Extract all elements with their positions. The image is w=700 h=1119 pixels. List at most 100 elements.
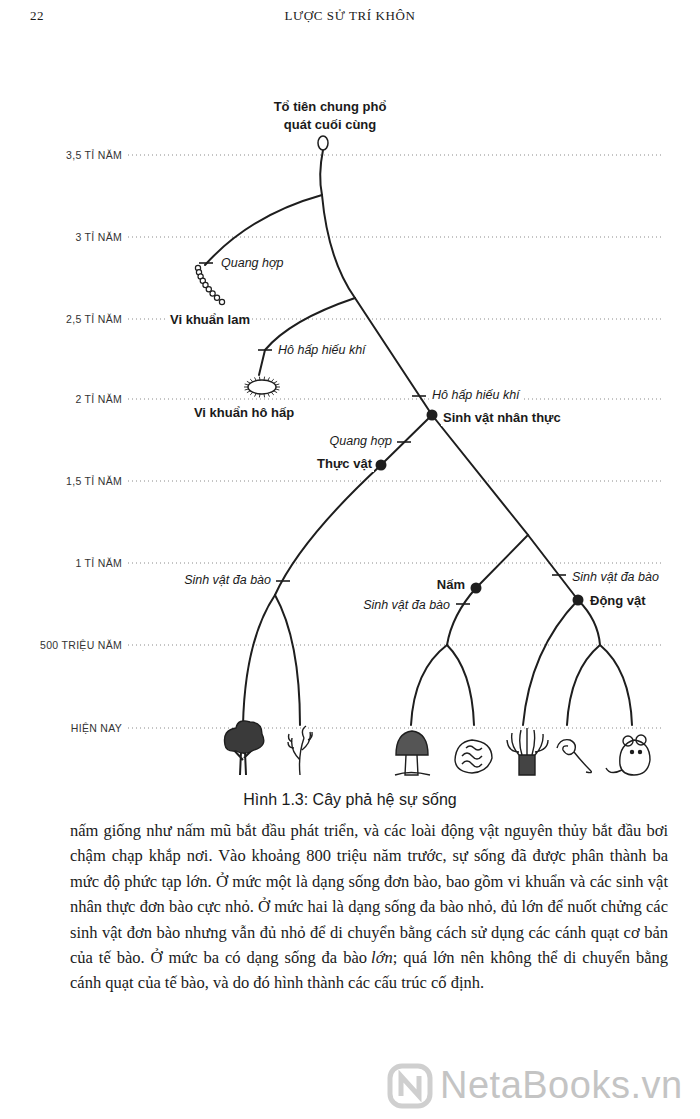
respiring-bacterium-part-part	[268, 377, 270, 380]
organism-icons-part	[631, 751, 634, 754]
clade-dots	[376, 410, 584, 606]
trait-label: Sinh vật đa bào	[361, 598, 452, 613]
respiring-bacterium-part	[248, 380, 276, 394]
page-number: 22	[30, 8, 44, 24]
time-axis-label: 3,5 TỈ NĂM	[64, 149, 124, 162]
time-gridlines-part	[128, 399, 662, 400]
respiring-bacterium-part-part	[268, 393, 270, 396]
watermark-logo-part	[401, 1076, 419, 1096]
respiring-bacterium-part-part	[264, 377, 266, 381]
root-label: Tổ tiên chung phổ quát cuối cùng	[255, 98, 405, 133]
clade-label: Vi khuẩn lam	[168, 312, 252, 328]
respiring-bacterium-part-part	[274, 381, 277, 383]
respiring-bacterium-part-part	[250, 392, 253, 395]
organism-icons-part	[395, 773, 430, 776]
organism-icons-part	[507, 728, 548, 755]
trait-label: Quang hợp	[328, 434, 394, 449]
tree-branches-part	[205, 195, 322, 265]
respiring-bacterium-part-part	[275, 389, 279, 390]
respiring-bacterium-part-part	[255, 393, 257, 396]
cyanobacteria-chain-part	[214, 295, 219, 300]
organism-icons-part	[455, 740, 492, 773]
tree-branches-part	[322, 195, 355, 298]
tree-branches-part	[528, 535, 578, 600]
time-axis-label: HIỆN NAY	[69, 722, 124, 735]
organism-icons	[224, 721, 650, 775]
tree-branches-part	[275, 415, 432, 595]
respiring-bacterium-part-part	[250, 379, 253, 382]
root-marker	[318, 136, 328, 150]
trait-label: Quang hợp	[219, 256, 285, 271]
time-gridlines-part	[128, 155, 662, 156]
trait-ticks-part	[552, 574, 566, 576]
tree-branches-part	[600, 645, 632, 725]
organism-icons-part	[462, 746, 482, 767]
tree-branches-part	[320, 150, 323, 195]
tree-branches	[205, 150, 632, 725]
respiring-bacterium-part-part	[271, 379, 274, 382]
tree-branches-part	[275, 595, 300, 725]
body-paragraph: nấm giống như nấm mũ bắt đầu phát triển,…	[70, 818, 668, 996]
clade-label: Động vật	[588, 593, 648, 609]
time-axis-label: 1,5 TỈ NĂM	[64, 475, 124, 488]
clade-dots-part	[376, 460, 387, 471]
respiring-bacterium-part-part	[276, 387, 280, 388]
organism-icons-part	[288, 732, 312, 748]
respiring-bacterium-part-part	[275, 384, 279, 385]
respiring-bacterium-part-part	[264, 394, 266, 398]
time-gridlines	[128, 155, 662, 728]
time-gridlines-part	[128, 563, 662, 564]
organism-icons-part	[396, 731, 428, 755]
trait-label: Sinh vật đa bào	[570, 570, 661, 585]
time-gridlines-part	[128, 481, 662, 482]
respiring-bacterium-part	[244, 377, 280, 398]
trait-ticks	[199, 263, 566, 604]
time-axis-label: 2,5 TỈ NĂM	[64, 313, 124, 326]
trait-ticks-part	[412, 395, 426, 397]
time-axis-label: 500 TRIỆU NĂM	[38, 639, 124, 652]
respiring-bacterium-part-part	[244, 387, 248, 388]
respiring-bacterium	[244, 377, 280, 398]
organism-icons-part	[636, 735, 646, 745]
organism-icons-part	[519, 755, 535, 775]
time-gridlines-part	[128, 237, 662, 238]
tree-branches-part	[567, 645, 600, 725]
respiring-bacterium-part-part	[247, 381, 250, 383]
clade-label: Sinh vật nhân thực	[441, 410, 563, 426]
watermark-logo-part	[390, 1066, 430, 1106]
clade-dots-part	[471, 583, 482, 594]
respiring-bacterium-part-part	[245, 389, 249, 390]
clade-label: Thực vật	[315, 456, 374, 472]
time-gridlines-part	[128, 728, 662, 729]
running-head: LƯỢC SỬ TRÍ KHÔN	[284, 8, 415, 24]
trait-ticks-part	[199, 262, 213, 264]
trait-label: Sinh vật đa bào	[182, 573, 273, 588]
tree-branches-part	[243, 595, 275, 725]
trait-ticks-part	[276, 580, 290, 582]
time-gridlines-part	[128, 645, 662, 646]
trait-label: Hô hấp hiếu khí	[276, 343, 368, 358]
trait-ticks-part	[397, 441, 411, 443]
watermark-text: NetaBooks.vn	[440, 1063, 683, 1109]
time-axis-label: 2 TỈ NĂM	[73, 393, 124, 406]
figure-caption: Hình 1.3: Cây phả hệ sự sống	[243, 790, 457, 809]
time-axis-label: 1 TỈ NĂM	[73, 557, 124, 570]
tree-branches-part	[447, 645, 474, 725]
trait-ticks-part	[258, 349, 272, 351]
respiring-bacterium-part-part	[274, 391, 277, 393]
organism-icons-part	[623, 736, 633, 746]
body-text: lớn	[371, 948, 393, 967]
body-text: nấm giống như nấm mũ bắt đầu phát triển,…	[70, 821, 668, 967]
organism-icons-part	[557, 740, 591, 773]
organism-icons-part	[606, 768, 622, 773]
organism-icons-part	[639, 751, 642, 754]
clade-label: Vi khuẩn hô hấp	[192, 405, 296, 421]
organism-icons-part	[224, 721, 263, 753]
respiring-bacterium-part-part	[271, 392, 274, 395]
cyanobacteria-chain-part	[219, 299, 224, 304]
cyanobacteria-chain-part	[210, 291, 215, 296]
tree-branches-part	[259, 298, 355, 375]
respiring-bacterium-part-part	[259, 377, 261, 381]
trait-ticks-part	[456, 603, 470, 605]
